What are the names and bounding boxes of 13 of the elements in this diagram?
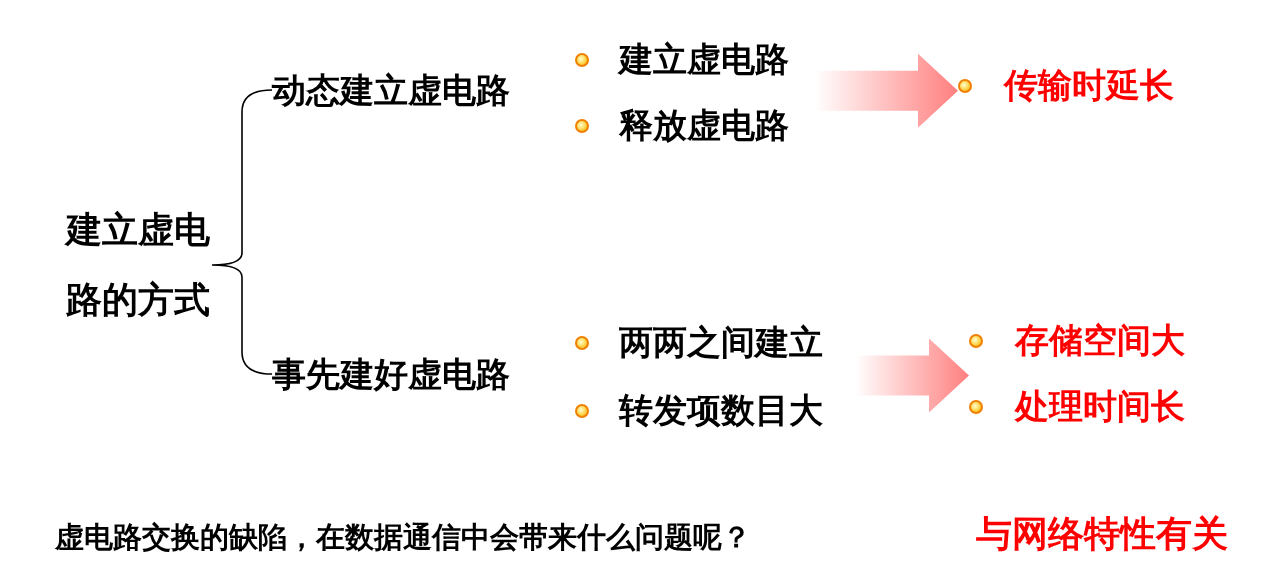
item-text: 传输时延长	[1004, 64, 1174, 107]
topic-label: 建立虚电路的方式	[66, 195, 212, 335]
item-text: 存储空间大	[1015, 319, 1185, 362]
item-text: 两两之间建立	[619, 321, 823, 364]
branch-label: 动态建立虚电路	[272, 66, 552, 114]
item-text: 释放虚电路	[619, 104, 789, 147]
item-text: 处理时间长	[1015, 385, 1185, 428]
question-text: 虚电路交换的缺陷，在数据通信中会带来什么问题呢？	[55, 519, 751, 556]
item-text: 建立虚电路	[619, 38, 789, 81]
brace-connector	[211, 89, 273, 375]
item-text: 转发项数目大	[619, 389, 823, 432]
branch-label: 事先建好虚电路	[272, 350, 552, 398]
answer-text: 与网络特性有关	[976, 512, 1228, 556]
